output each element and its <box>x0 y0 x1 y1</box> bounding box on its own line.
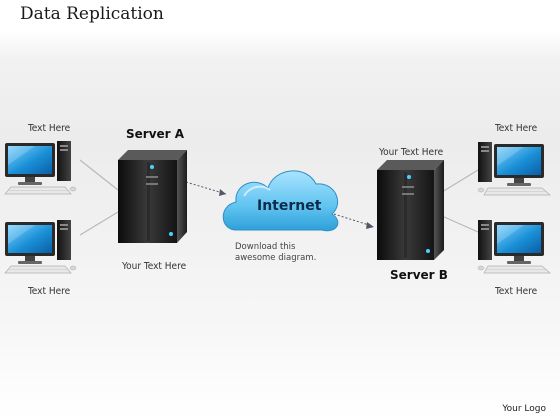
client-pc-bottom-left-icon <box>4 219 77 274</box>
arrowhead-cloud <box>219 189 226 196</box>
server-b-caption: Your Text Here <box>379 147 444 158</box>
arrow-cloud-to-server-b <box>333 213 373 227</box>
client-top-left-label: Text Here <box>28 123 71 134</box>
server-a-caption: Your Text Here <box>122 261 187 272</box>
server-b-icon <box>377 160 444 260</box>
connection-lines <box>79 159 479 236</box>
server-b-label: Server B <box>390 268 448 282</box>
server-a-label: Server A <box>126 127 185 141</box>
slide-title: Data Replication <box>20 4 164 24</box>
client-pc-top-right-icon <box>477 141 551 196</box>
client-bottom-left-label: Text Here <box>28 286 71 297</box>
client-top-right-label: Text Here <box>495 123 538 134</box>
logo-text: Your Logo <box>502 404 546 414</box>
link-server-b-client-br <box>441 215 479 233</box>
client-pc-bottom-right-icon <box>477 219 551 274</box>
internet-cloud-icon <box>222 170 339 232</box>
server-a-icon <box>118 150 187 243</box>
client-bottom-right-label: Text Here <box>495 286 538 297</box>
cloud-label: Internet <box>257 198 322 214</box>
link-client-tl-server-a <box>79 159 119 191</box>
cloud-description: Download this awesome diagram. <box>235 242 317 263</box>
arrow-server-a-to-cloud <box>185 181 227 195</box>
arrowhead-server-b <box>366 222 374 229</box>
link-server-b-client-tr <box>441 169 479 193</box>
link-client-bl-server-a <box>79 211 119 236</box>
client-pc-top-left-icon <box>4 140 77 195</box>
